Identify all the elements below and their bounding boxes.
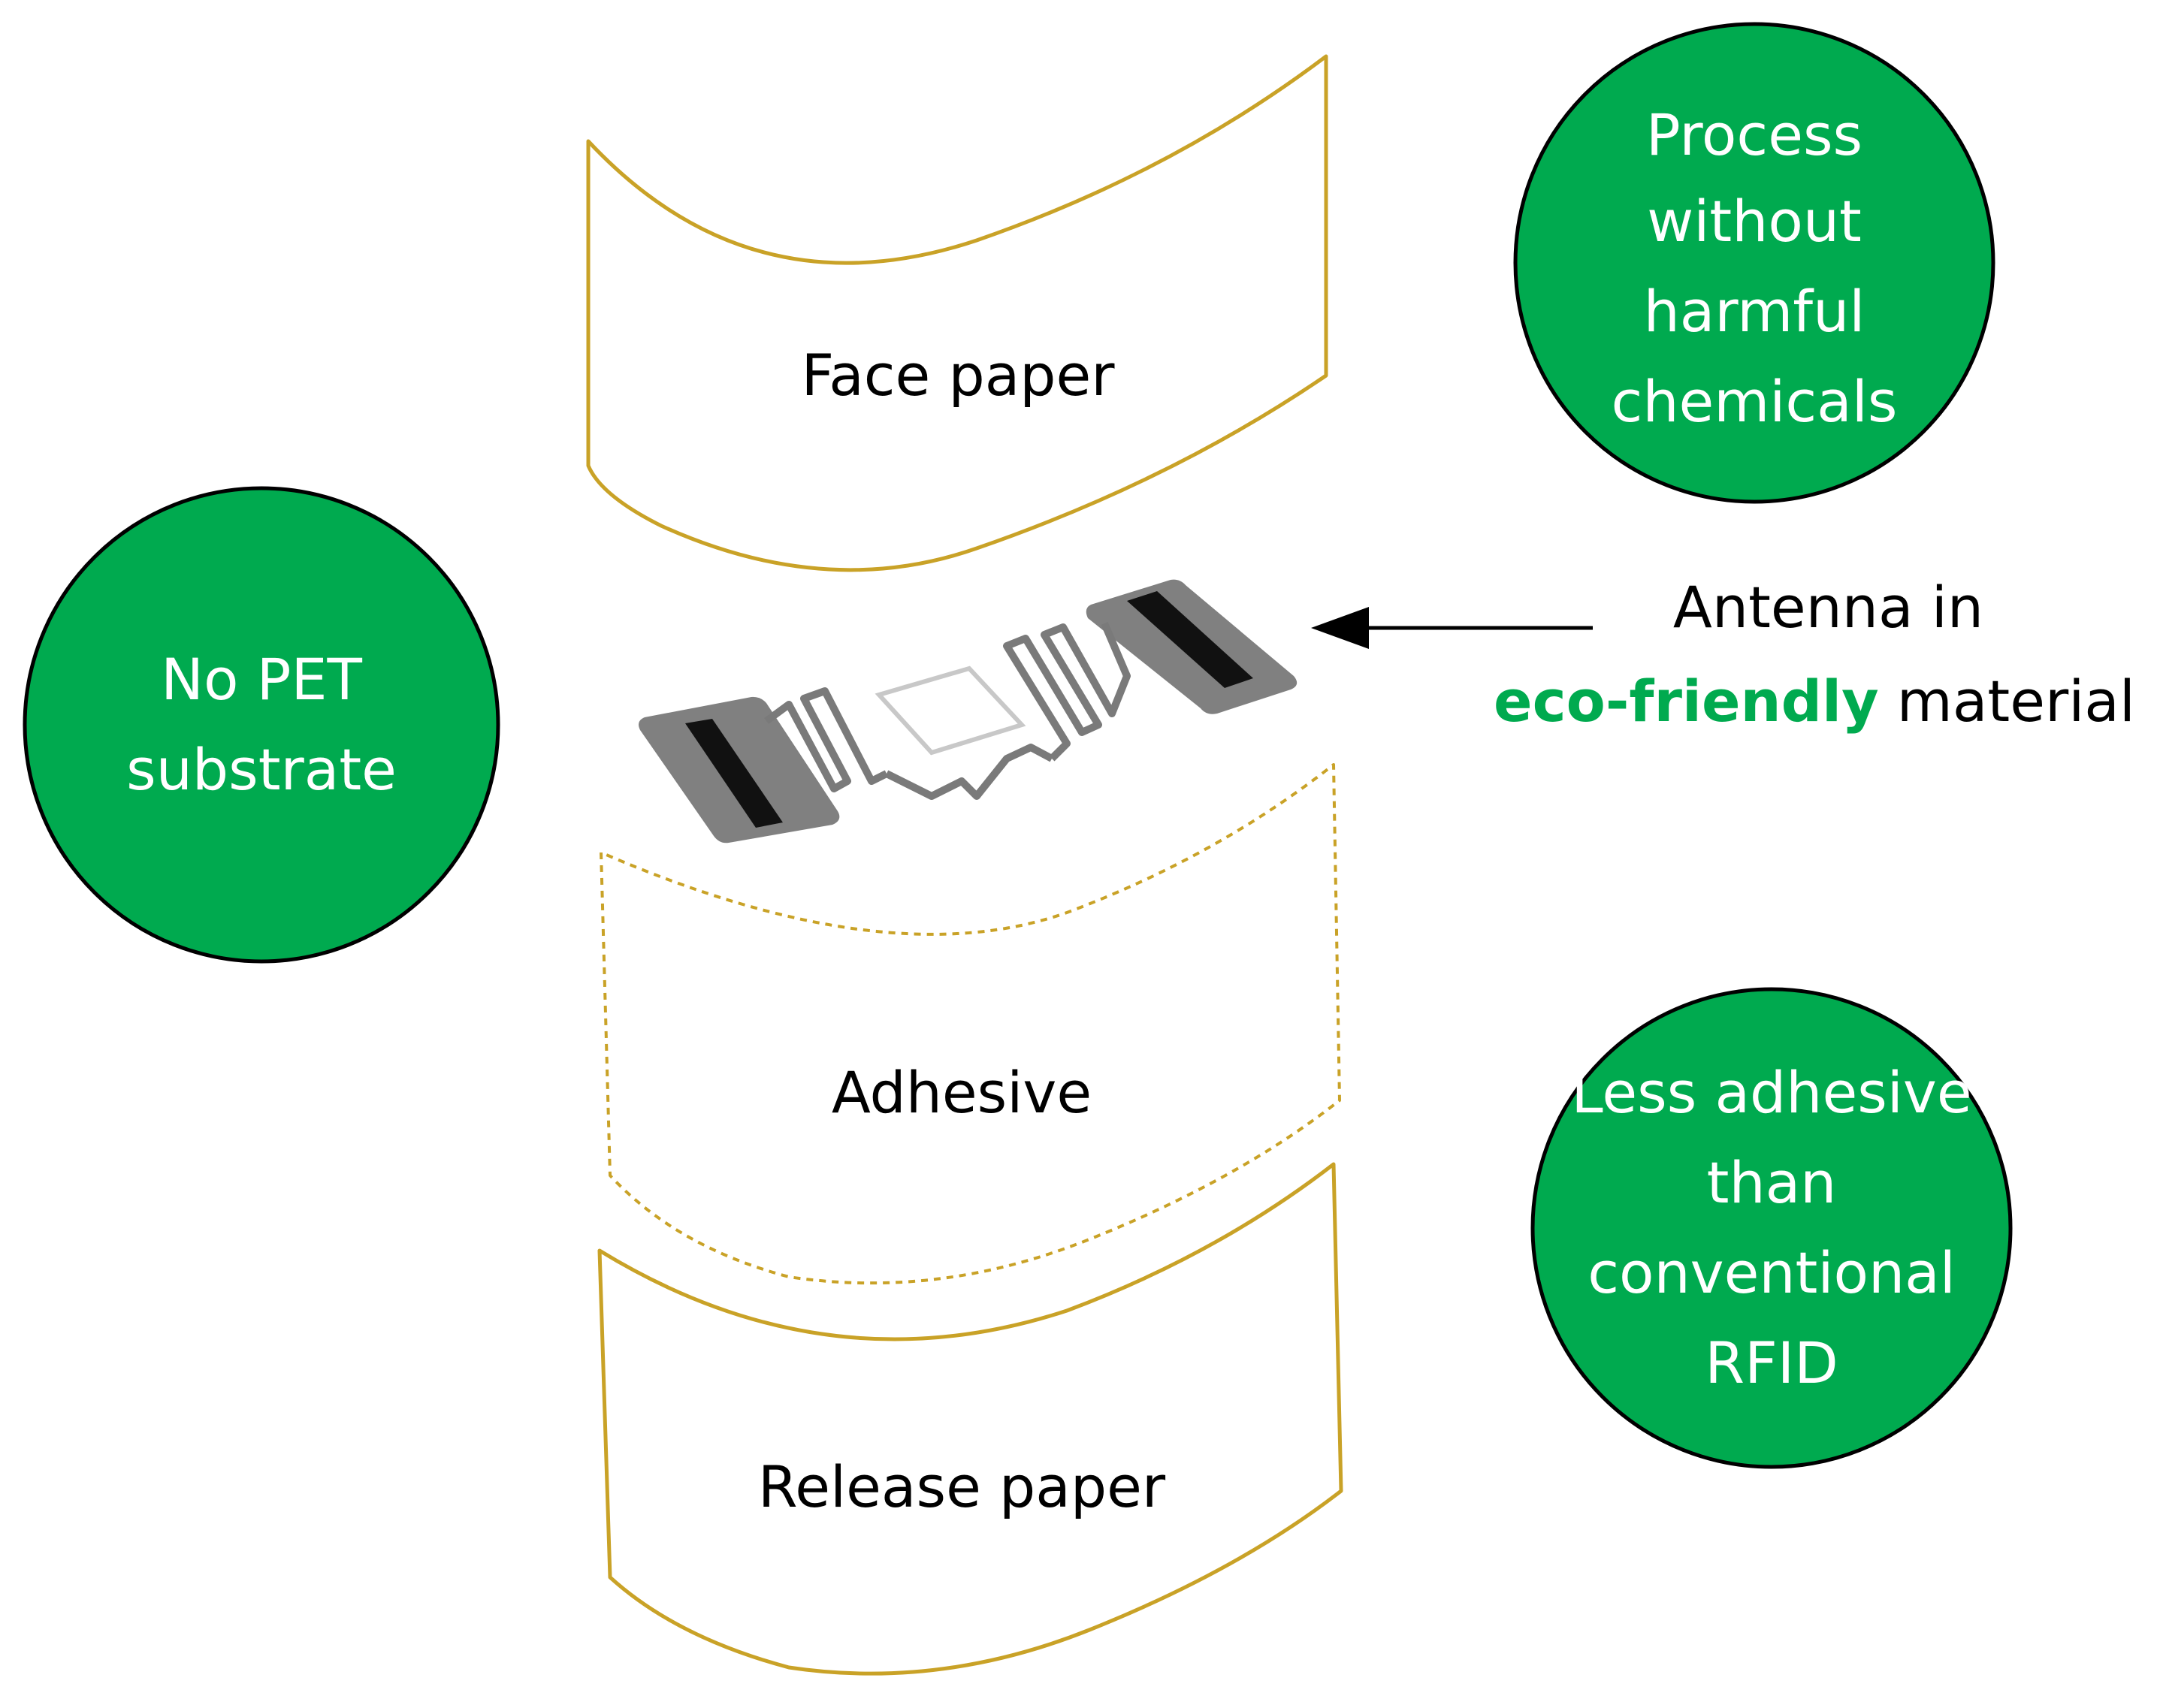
antenna-note-line1: Antenna in [1673, 574, 1983, 641]
circle-chemicals-line3: harmful [1644, 278, 1865, 345]
circle-pet-line1: No PET [161, 646, 362, 713]
antenna-note-line2: eco-friendly material [1494, 668, 2135, 735]
circle-chemicals-line1: Process [1646, 101, 1862, 168]
circle-chemicals-line2: without [1647, 188, 1862, 255]
eco-friendly-highlight: eco-friendly [1494, 668, 1879, 735]
antenna-note-material: material [1879, 668, 2135, 735]
circle-adhesive: Less adhesive than conventional RFID [1530, 987, 2013, 1469]
circle-adhesive-line3: conventional [1588, 1239, 1956, 1306]
circle-chemicals-line4: chemicals [1612, 368, 1898, 435]
face-paper-label: Face paper [801, 342, 1115, 409]
face-paper-layer: Face paper [586, 54, 1328, 572]
circle-adhesive-line4: RFID [1705, 1329, 1838, 1396]
circle-pet: No PET substrate [23, 486, 500, 964]
adhesive-label: Adhesive [832, 1059, 1092, 1126]
circle-adhesive-line2: than [1707, 1149, 1837, 1216]
release-paper-layer: Release paper [597, 1162, 1343, 1676]
circle-adhesive-line1: Less adhesive [1571, 1059, 1971, 1126]
rfid-antenna-icon [639, 579, 1298, 843]
left-arrow-icon [1311, 607, 1593, 649]
antenna-note: Antenna in eco-friendly material [1494, 574, 2135, 735]
circle-chemicals: Process without harmful chemicals [1513, 22, 1995, 504]
circle-pet-line2: substrate [126, 736, 397, 803]
adhesive-layer: Adhesive [600, 763, 1341, 1285]
release-paper-label: Release paper [758, 1453, 1166, 1520]
